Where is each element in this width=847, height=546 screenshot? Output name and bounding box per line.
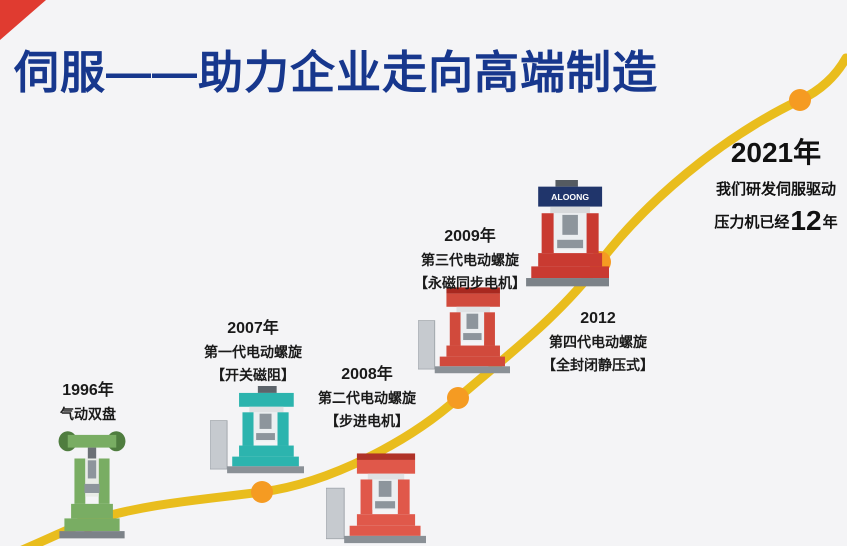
page-title: 伺服——助力企业走向高端制造 [14, 47, 659, 98]
machine-brand-label: ALOONG [551, 192, 589, 202]
milestone-2008-year: 2008年 [341, 366, 393, 383]
milestone-1996-year: 1996年 [62, 382, 114, 399]
milestone-dot-2021 [789, 89, 811, 111]
milestone-1996-label: 1996年 气动双盘 [28, 378, 148, 426]
milestone-2009-line1: 第三代电动螺旋 [421, 252, 519, 268]
milestone-2008-line2: 【步进电机】 [325, 413, 409, 429]
milestone-dot-2007 [251, 481, 273, 503]
milestone-2021-highlight-suffix: 年 [822, 214, 838, 231]
press-machine-2012: ALOONG [526, 180, 609, 287]
press-machine-2009 [418, 287, 510, 374]
milestone-2021-year: 2021年 [730, 137, 822, 168]
milestone-2012-line1: 第四代电动螺旋 [549, 334, 647, 350]
corner-flag [0, 0, 46, 40]
milestone-2012-label: 2012 第四代电动螺旋 【全封闭静压式】 [522, 306, 674, 377]
milestone-2009-year: 2009年 [444, 228, 496, 245]
milestone-2021-line1: 我们研发伺服驱动 [715, 181, 836, 198]
milestone-2021-line2: 压力机已经12年 [703, 207, 847, 235]
milestone-2007-label: 2007年 第一代电动螺旋 【开关磁阻】 [183, 316, 323, 387]
milestone-2008-line1: 第二代电动螺旋 [318, 390, 416, 406]
milestone-2008-label: 2008年 第二代电动螺旋 【步进电机】 [297, 362, 437, 433]
milestone-1996-line1: 气动双盘 [60, 406, 116, 422]
milestone-2012-year: 2012 [580, 310, 616, 327]
milestone-2009-label: 2009年 第三代电动螺旋 【永磁同步电机】 [394, 224, 546, 295]
press-machine-1996 [58, 431, 126, 539]
milestone-dot-2008 [447, 387, 469, 409]
milestone-2021-label: 2021年 我们研发伺服驱动 压力机已经12年 [703, 136, 847, 235]
milestone-2007-year: 2007年 [227, 320, 279, 337]
press-machine-2007 [210, 386, 304, 474]
press-machine-2008 [326, 453, 426, 544]
milestone-2021-highlight-number: 12 [790, 205, 822, 236]
milestone-2021-highlight-prefix: 压力机已经 [714, 214, 790, 231]
milestone-2007-line2: 【开关磁阻】 [211, 367, 295, 383]
milestone-2012-line2: 【全封闭静压式】 [542, 357, 654, 373]
milestone-2009-line2: 【永磁同步电机】 [414, 275, 526, 291]
milestone-2007-line1: 第一代电动螺旋 [204, 344, 302, 360]
